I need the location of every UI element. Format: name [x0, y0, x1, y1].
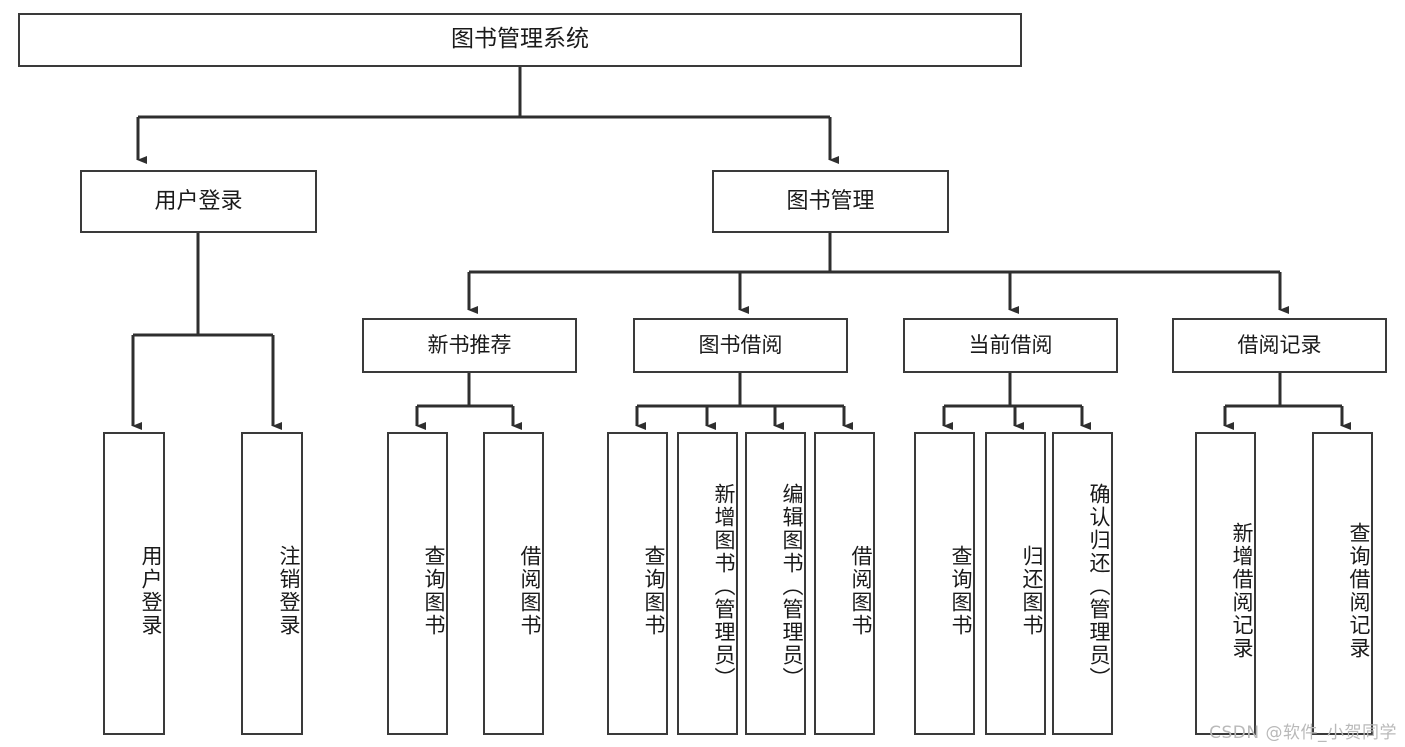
node-current-borrow[interactable]: 当前借阅 — [903, 318, 1118, 373]
node-label: 借阅记录 — [1237, 333, 1322, 358]
leaf-logout[interactable]: 注销登录 — [241, 432, 303, 735]
leaf-borrow-book-recommend[interactable]: 借阅图书 — [483, 432, 544, 735]
node-label: 确认归还（管理员） — [1087, 483, 1111, 690]
node-user-login[interactable]: 用户登录 — [80, 170, 317, 233]
node-label: 用户登录 — [154, 188, 243, 214]
node-label: 借阅图书 — [518, 544, 542, 637]
leaf-add-book-admin[interactable]: 新增图书（管理员） — [677, 432, 738, 735]
node-label: 查询图书 — [949, 544, 973, 637]
leaf-return-book[interactable]: 归还图书 — [985, 432, 1046, 735]
node-label: 用户登录 — [139, 544, 163, 637]
node-label: 查询图书 — [642, 544, 666, 637]
node-label: 图书管理系统 — [451, 26, 589, 53]
node-book-management[interactable]: 图书管理 — [712, 170, 949, 233]
node-label: 图书借阅 — [698, 333, 783, 358]
leaf-borrow-book[interactable]: 借阅图书 — [814, 432, 875, 735]
node-label: 图书管理 — [786, 188, 875, 214]
leaf-query-book-borrow[interactable]: 查询图书 — [607, 432, 668, 735]
node-label: 注销登录 — [277, 544, 301, 637]
node-label: 查询图书 — [422, 544, 446, 637]
node-label: 借阅图书 — [849, 544, 873, 637]
node-new-book-recommend[interactable]: 新书推荐 — [362, 318, 577, 373]
leaf-query-book-recommend[interactable]: 查询图书 — [387, 432, 448, 735]
node-label: 新增借阅记录 — [1230, 521, 1254, 660]
node-label: 归还图书 — [1020, 544, 1044, 637]
node-book-borrow[interactable]: 图书借阅 — [633, 318, 848, 373]
node-label: 新书推荐 — [427, 333, 512, 358]
node-root-system[interactable]: 图书管理系统 — [18, 13, 1022, 67]
node-label: 查询借阅记录 — [1347, 521, 1371, 660]
node-label: 新增图书（管理员） — [712, 483, 736, 690]
node-borrow-record[interactable]: 借阅记录 — [1172, 318, 1387, 373]
leaf-query-book-current[interactable]: 查询图书 — [914, 432, 975, 735]
leaf-confirm-return-admin[interactable]: 确认归还（管理员） — [1052, 432, 1113, 735]
leaf-query-borrow-record[interactable]: 查询借阅记录 — [1312, 432, 1373, 735]
leaf-edit-book-admin[interactable]: 编辑图书（管理员） — [745, 432, 806, 735]
leaf-user-login[interactable]: 用户登录 — [103, 432, 165, 735]
node-label: 当前借阅 — [968, 333, 1053, 358]
leaf-add-borrow-record[interactable]: 新增借阅记录 — [1195, 432, 1256, 735]
node-label: 编辑图书（管理员） — [780, 483, 804, 690]
